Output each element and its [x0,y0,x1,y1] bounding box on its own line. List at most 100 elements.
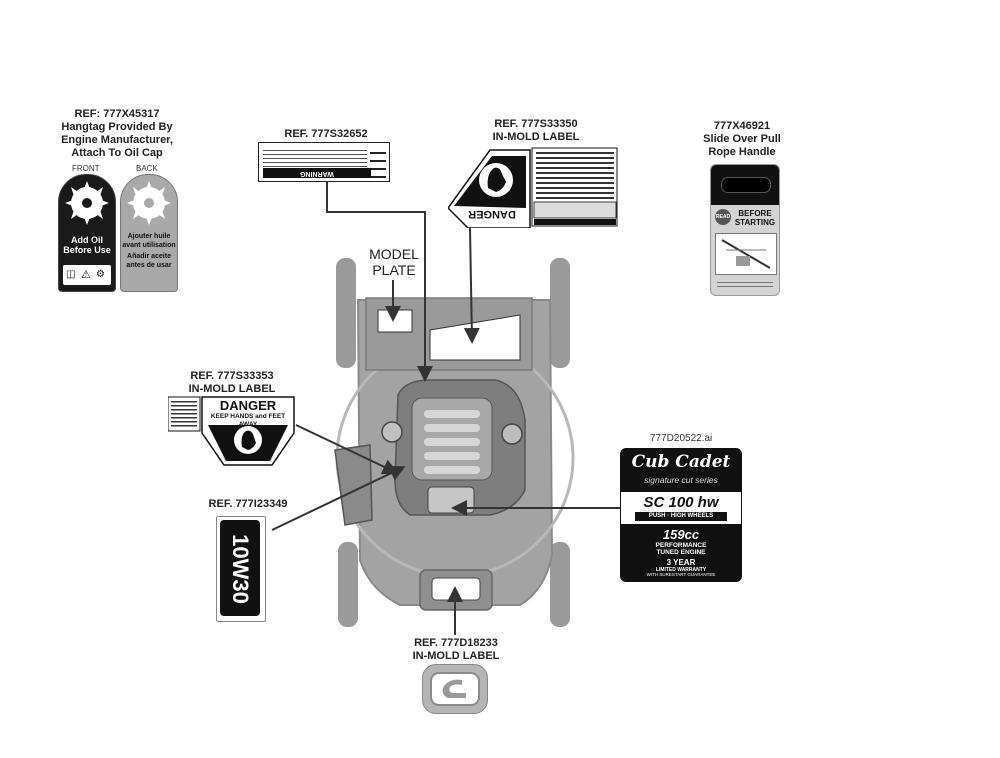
decal-warranty: 3 YEAR [666,558,696,567]
front-logo-label [422,664,488,714]
hangtag-front-line: Before Use [63,245,111,255]
rear-right-wheel [550,258,570,368]
gear-icon [127,181,171,225]
engine-icon: ⚙ [96,269,105,280]
callout-line: Engine Manufacturer, [61,134,173,146]
engine-slot [424,452,480,460]
decal-engine-cc: 159cc [662,527,700,542]
rope-tag-footer [717,279,773,289]
decal-series: signature cut series [644,475,718,485]
danger-label-graphic [447,147,618,229]
leader-s33353 [295,424,399,475]
hangtag-front-line: Add Oil [71,235,103,245]
ref-number: REF. 777S33353 [190,370,274,382]
callout-s33353: REF. 777S33353 IN-MOLD LABEL [172,370,292,396]
in-mold-label-s33353: DANGER KEEP HANDS and FEET AWAY [167,395,296,467]
rear-left-wheel [336,258,356,368]
side-discharge [334,444,373,526]
oil-label-inner: 10W30 [220,520,260,616]
callout-model-plate: MODEL PLATE [356,246,432,278]
callout-i23349: REF. 777I23349 [196,498,300,511]
callout-hangtag: REF: 777X45317 Hangtag Provided By Engin… [52,108,182,160]
decal-filename: 777D20522.ai [650,433,713,444]
ref-number: REF. 777D18233 [414,637,498,649]
rope-tag-diagram [715,233,777,275]
callout-line: Rope Handle [708,146,776,158]
ref-number: 777X46921 [713,120,771,132]
hangtag-front-icons: ◫ ⚠ ⚙ [63,265,111,285]
hangtag-back-line: avant utilisation [122,241,176,249]
callout-s33350: REF. 777S33350 IN-MOLD LABEL [476,118,596,144]
decal-warranty-line: WITH SURESTART GUARANTEE [646,572,716,577]
model-plate-spot [377,309,413,333]
warning-label: WARNING [258,142,390,182]
rope-tag-title-line: STARTING [734,218,776,227]
engine-slot [424,466,480,474]
model-decal: Cub Cadet signature cut series SC 100 hw… [620,448,742,582]
callout-line: Hangtag Provided By [61,121,173,133]
engine-slot [424,438,480,446]
warning-label-title: WARNING [263,168,371,178]
manual-icon: ◫ [66,269,76,280]
in-mold-label-s33350: DANGER [447,146,618,229]
hangtag-front-text: Add Oil Before Use [61,235,113,255]
engine-slot [424,410,480,418]
hangtag-back-line: antes de usar [126,261,172,269]
cub-cadet-logo-icon [442,679,466,698]
hangtag-back-label: BACK [136,164,158,173]
rope-tag-title-line: BEFORE [738,209,772,218]
callout-line: Slide Over Pull [703,133,781,145]
ref-number: REF. 777S33350 [494,118,578,130]
front-logo-inner [430,672,480,706]
engine-slot [424,424,480,432]
decal-warranty-line: LIMITED WARRANTY [655,567,707,573]
danger-title: DANGER [219,398,277,413]
callout-line: PLATE [372,262,416,278]
callout-line: MODEL [369,246,419,262]
hangtag-back-line: Ajouter huile [127,233,171,240]
callout-d18233: REF. 777D18233 IN-MOLD LABEL [396,637,516,663]
ref-number: REF. 777S32652 [284,128,368,140]
warning-label-icons [370,146,386,178]
hangtag-back-line: Añadir aceite [127,253,171,260]
decal-model: SC 100 hw [643,494,719,511]
hangtag-back-text: Ajouter huile avant utilisation Añadir a… [122,233,176,270]
decal-brand: Cub Cadet [631,452,731,472]
pull-handle-icon [721,239,771,269]
decal-model-panel: SC 100 hw PUSH · HIGH WHEELS [620,492,742,524]
decal-brand-panel: Cub Cadet signature cut series [620,448,742,494]
front-left-wheel [338,542,358,627]
decal-model-sub: PUSH · HIGH WHEELS [635,512,727,521]
engine-decal-spot [427,486,475,514]
oil-label-text: 10W30 [228,534,253,604]
front-right-wheel [550,542,570,627]
decal-engine-line: PERFORMANCE [655,542,707,549]
callout-sub: IN-MOLD LABEL [412,650,500,662]
gear-icon [65,181,109,225]
decal-engine-panel: 159cc PERFORMANCE TUNED ENGINE 3 YEAR LI… [620,524,742,582]
hangtag-back: Ajouter huile avant utilisation Añadir a… [120,174,178,292]
danger-label-graphic [167,396,295,466]
leader-i23349 [271,465,406,531]
ref-number: REF. 777I23349 [208,498,288,510]
warning-title-text: WARNING [300,170,334,177]
callout-sub: IN-MOLD LABEL [492,131,580,143]
rope-handle-tag: READ BEFORE STARTING [710,164,780,296]
warning-label-lines [263,147,367,167]
oil-cap [381,421,403,443]
callout-line: Attach To Oil Cap [71,147,163,159]
callout-sub: IN-MOLD LABEL [188,383,276,395]
read-badge: READ [715,209,731,225]
hangtag-front: Add Oil Before Use ◫ ⚠ ⚙ [58,174,116,292]
rope-tag-slot [721,177,771,193]
callout-x46921: 777X46921 Slide Over Pull Rope Handle [693,120,791,159]
warning-icon: ⚠ [81,269,91,281]
danger-title: DANGER [468,208,516,220]
oil-label: 10W30 [216,516,266,622]
leader-s33350 [463,227,480,344]
air-filter [501,423,523,445]
decal-engine-line: TUNED ENGINE [656,549,706,556]
callout-s32652: REF. 777S32652 [270,128,382,141]
leader-s32652 [326,178,433,382]
hangtag-front-label: FRONT [72,164,100,173]
